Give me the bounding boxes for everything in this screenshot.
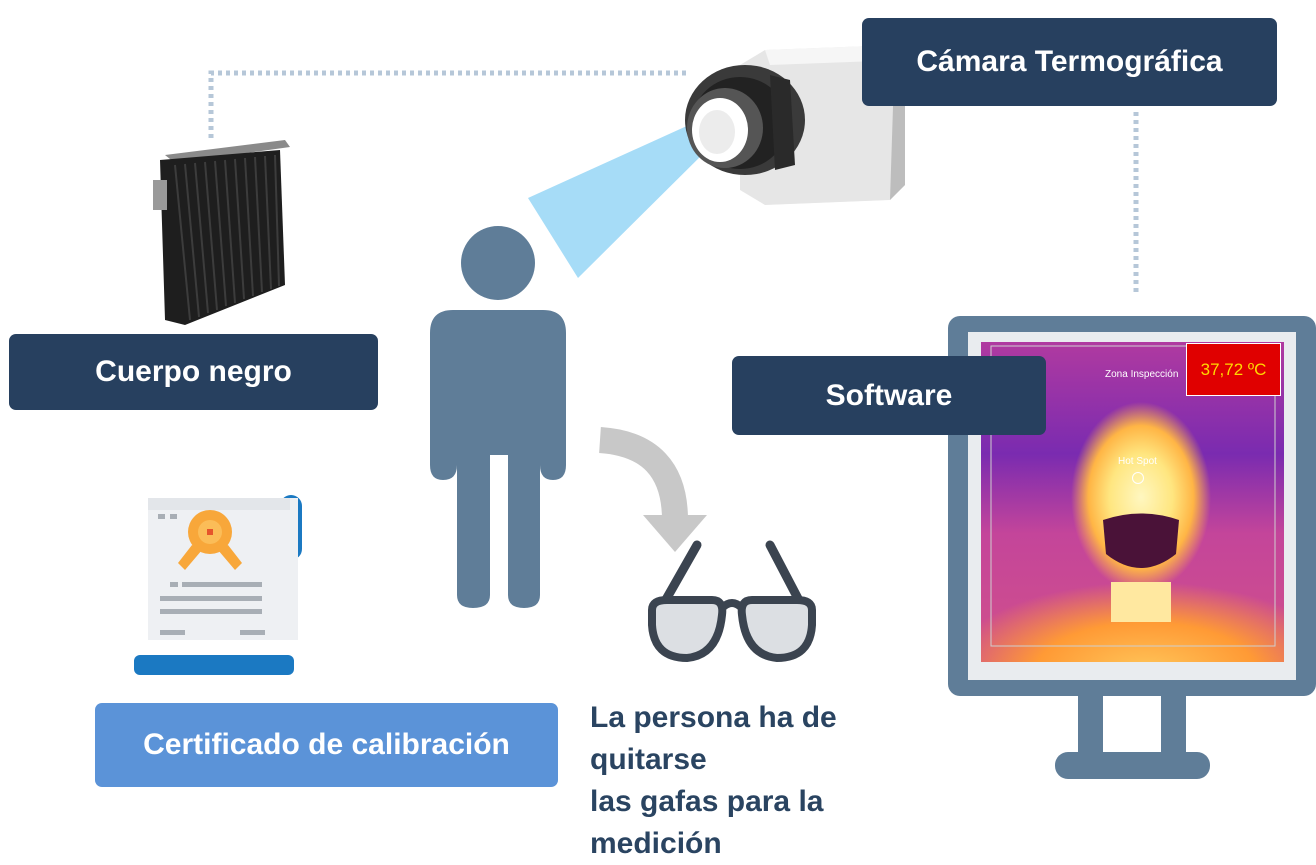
blackbody-label: Cuerpo negro [9, 334, 378, 410]
certificate-label: Certificado de calibración [95, 703, 558, 787]
dotted-connectors [208, 70, 1139, 295]
camera-label: Cámara Termográfica [862, 18, 1277, 106]
monitor-base [1055, 752, 1210, 779]
camera-beam [528, 120, 715, 278]
glasses-note-line2: las gafas para la medición [590, 785, 824, 860]
person-icon [430, 226, 566, 608]
hotspot-label: Hot Spot [1118, 456, 1157, 467]
monitor-stand-left [1078, 696, 1103, 756]
zone-label: Zona Inspección [1105, 369, 1179, 380]
blackbody-icon [153, 140, 290, 325]
glasses-icon [648, 540, 816, 663]
mask-shape [990, 345, 1276, 647]
software-label: Software [732, 356, 1046, 435]
hotspot-marker-icon [1132, 472, 1144, 484]
glasses-note: La persona ha de quitarse las gafas para… [590, 697, 900, 865]
monitor-stand-right [1161, 696, 1186, 756]
arrow-icon [598, 427, 707, 552]
glasses-note-line1: La persona ha de quitarse [590, 701, 837, 776]
temperature-readout: 37,72 ºC [1186, 343, 1281, 396]
certificate-icon [134, 495, 302, 675]
